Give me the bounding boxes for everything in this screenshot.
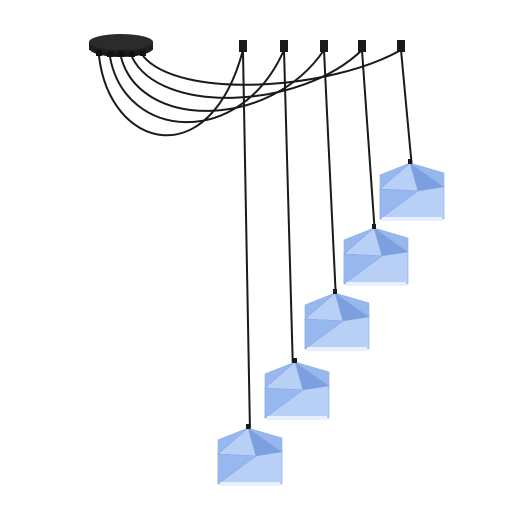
cord-hooks — [239, 40, 405, 52]
cords — [98, 46, 413, 433]
lamp-shades — [217, 159, 445, 486]
lamp-shade — [343, 224, 409, 286]
lamp-shade — [304, 289, 370, 351]
lamp-shade — [379, 159, 445, 221]
lamp-shade — [264, 358, 330, 420]
ceiling-canopy — [89, 34, 153, 57]
lamp-shade — [217, 424, 283, 486]
